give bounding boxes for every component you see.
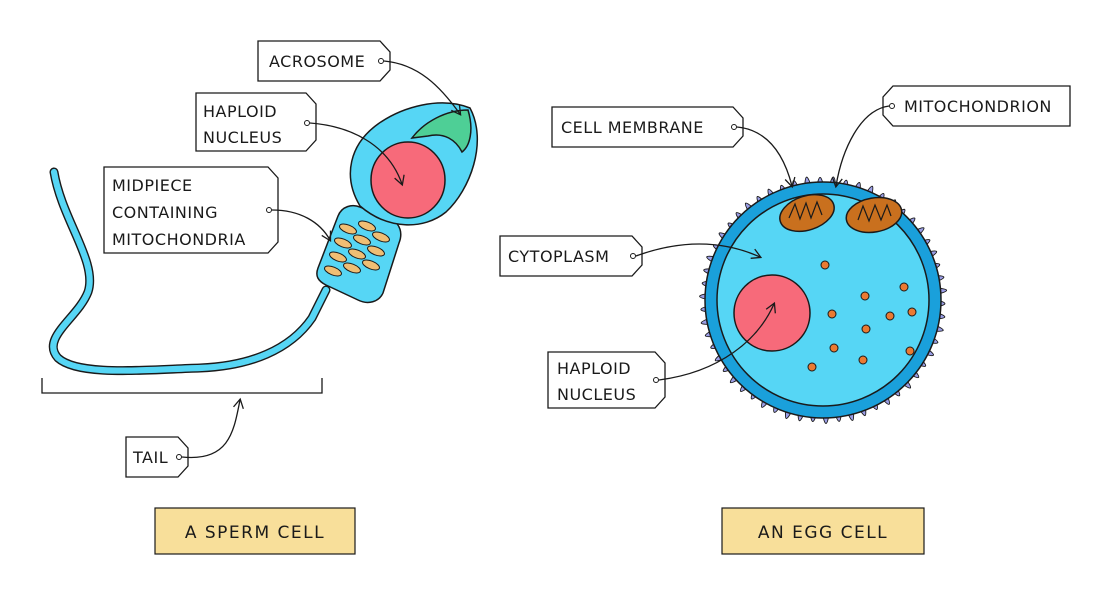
egg-mitochondrion bbox=[845, 196, 903, 234]
label-sperm-nucleus-line1: HAPLOID bbox=[203, 102, 277, 121]
egg-cytoplasm bbox=[716, 193, 930, 407]
granule bbox=[861, 324, 871, 334]
mitochondrion bbox=[353, 234, 371, 246]
arrow-tail bbox=[181, 397, 244, 459]
label-sperm-nucleus-line2: NUCLEUS bbox=[203, 128, 282, 147]
mitochondrion bbox=[339, 223, 357, 235]
mitochondrion bbox=[348, 248, 366, 260]
sperm-caption-text: A SPERM CELL bbox=[185, 523, 325, 543]
granule bbox=[885, 311, 895, 321]
sperm-cell: ACROSOME HAPLOID NUCLEUS MIDPIECE CONTAI… bbox=[41, 40, 478, 555]
granule bbox=[829, 343, 839, 353]
mitochondrion bbox=[334, 237, 352, 249]
acrosome bbox=[410, 109, 472, 154]
egg-mitochondrion bbox=[779, 193, 835, 233]
label-midpiece-line3: MITOCHONDRIA bbox=[112, 230, 246, 249]
mitochondrion bbox=[324, 265, 342, 277]
label-tail: TAIL bbox=[125, 436, 189, 478]
label-sperm-nucleus: HAPLOID NUCLEUS bbox=[195, 92, 317, 152]
arrow-cytoplasm bbox=[635, 243, 763, 259]
granule bbox=[858, 355, 868, 365]
label-midpiece-line1: MIDPIECE bbox=[112, 176, 193, 195]
mitochondrion bbox=[358, 220, 376, 232]
label-cytoplasm-text: CYTOPLASM bbox=[508, 247, 609, 266]
arrow-cell-membrane bbox=[736, 126, 796, 189]
mitochondrion bbox=[372, 231, 390, 243]
label-mitochondrion: MITOCHONDRION bbox=[882, 85, 1071, 127]
tail-bracket bbox=[41, 378, 323, 394]
arrow-midpiece bbox=[271, 209, 332, 243]
granule bbox=[905, 346, 915, 356]
granule bbox=[899, 282, 909, 292]
label-cytoplasm: CYTOPLASM bbox=[499, 235, 643, 277]
cytoplasm-granules bbox=[807, 260, 917, 372]
label-tail-text: TAIL bbox=[132, 448, 168, 467]
granule bbox=[807, 362, 817, 372]
label-egg-nucleus-line1: HAPLOID bbox=[557, 359, 631, 378]
sperm-caption: A SPERM CELL bbox=[154, 507, 356, 555]
sperm-tail-fill bbox=[50, 168, 330, 374]
label-egg-nucleus: HAPLOID NUCLEUS bbox=[547, 351, 666, 409]
granule bbox=[827, 309, 837, 319]
egg-caption-text: AN EGG CELL bbox=[758, 523, 888, 543]
arrow-mitochondrion bbox=[831, 105, 890, 189]
arrow-egg-nucleus bbox=[658, 301, 776, 381]
label-midpiece: MIDPIECE CONTAINING MITOCHONDRIA bbox=[103, 166, 279, 254]
label-acrosome: ACROSOME bbox=[257, 40, 391, 82]
mitochondrion bbox=[329, 251, 347, 263]
arrow-acrosome bbox=[383, 60, 462, 116]
midpiece-mitochondria bbox=[324, 220, 390, 277]
label-cell-membrane: CELL MEMBRANE bbox=[551, 106, 744, 148]
granule bbox=[907, 307, 917, 317]
label-acrosome-text: ACROSOME bbox=[269, 52, 365, 71]
mitochondrion bbox=[367, 245, 385, 257]
egg-cell: CELL MEMBRANE MITOCHONDRION CYTOPLASM HA… bbox=[499, 85, 1071, 555]
mitochondrion bbox=[343, 262, 361, 274]
arrow-sperm-nucleus bbox=[309, 122, 405, 187]
label-mitochondrion-text: MITOCHONDRION bbox=[904, 97, 1052, 116]
sperm-nucleus bbox=[370, 141, 446, 219]
label-cell-membrane-text: CELL MEMBRANE bbox=[561, 118, 704, 137]
label-egg-nucleus-line2: NUCLEUS bbox=[557, 385, 636, 404]
egg-caption: AN EGG CELL bbox=[721, 507, 925, 555]
granule bbox=[860, 291, 870, 301]
label-midpiece-line2: CONTAINING bbox=[112, 203, 218, 222]
mitochondrion bbox=[362, 259, 380, 271]
granule bbox=[820, 260, 830, 270]
egg-nucleus bbox=[733, 274, 811, 352]
